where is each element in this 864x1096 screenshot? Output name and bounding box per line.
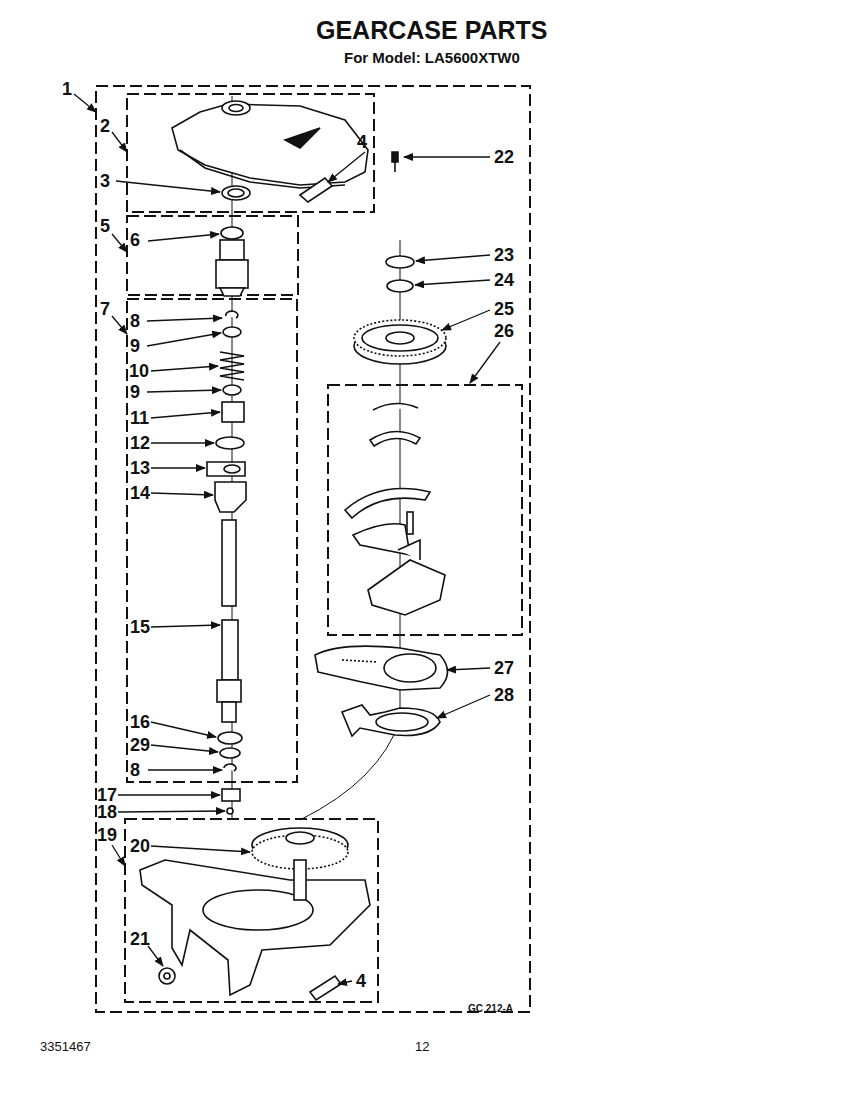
- callout-number: 8: [130, 761, 140, 779]
- callout-number: 25: [494, 300, 514, 318]
- diagram-title: GEARCASE PARTS: [316, 18, 548, 43]
- note-text: 12: [415, 1040, 429, 1053]
- callout-number: 24: [494, 271, 514, 289]
- callout-number: 1: [62, 80, 72, 98]
- callout-number: 9: [130, 337, 140, 355]
- callout-number: 21: [130, 930, 150, 948]
- callout-number: 6: [130, 231, 140, 249]
- callout-number: 29: [130, 736, 150, 754]
- callout-number: 28: [494, 686, 514, 704]
- callout-number: 12: [130, 434, 150, 452]
- callout-number: 4: [356, 972, 366, 990]
- callout-number: 23: [494, 246, 514, 264]
- note-text: GC 212-A: [468, 1004, 513, 1014]
- callout-number: 2: [100, 117, 110, 135]
- note-text: 3351467: [40, 1040, 91, 1053]
- callout-number: 14: [130, 484, 150, 502]
- callout-number: 3: [100, 172, 110, 190]
- callout-number: 4: [357, 133, 367, 151]
- callout-number: 9: [130, 383, 140, 401]
- callout-number: 19: [97, 826, 117, 844]
- model-subtitle: For Model: LA5600XTW0: [344, 50, 520, 65]
- callout-number: 20: [130, 837, 150, 855]
- callout-number: 11: [130, 409, 149, 427]
- callout-number: 8: [130, 312, 140, 330]
- callout-number: 13: [130, 459, 150, 477]
- callout-number: 10: [129, 362, 149, 380]
- callout-number: 26: [494, 322, 514, 340]
- callout-number: 5: [100, 217, 110, 235]
- callout-number: 7: [100, 300, 110, 318]
- callout-number: 16: [130, 713, 150, 731]
- callout-number: 22: [494, 148, 514, 166]
- callout-number: 18: [97, 803, 117, 821]
- callout-number: 15: [130, 618, 150, 636]
- callout-number: 17: [97, 786, 117, 804]
- callout-number: 27: [494, 659, 514, 677]
